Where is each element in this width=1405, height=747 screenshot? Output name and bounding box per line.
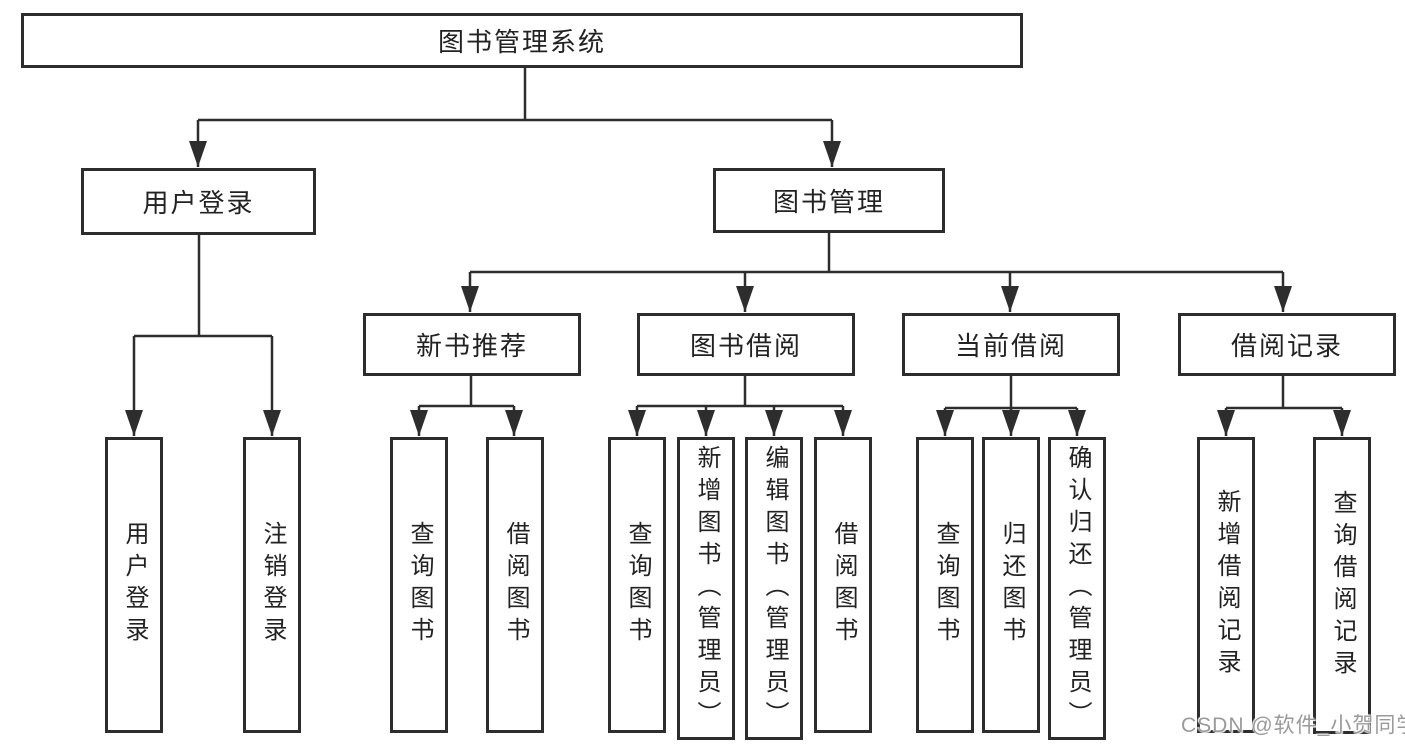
leaf-recommend-query-book: 查询图书: [390, 437, 448, 733]
node-library-management-system: 图书管理系统: [21, 13, 1023, 68]
node-new-book-recommend: 新书推荐: [363, 313, 581, 376]
leaf-borrow-borrow-book: 借阅图书: [814, 437, 872, 733]
node-borrow-records: 借阅记录: [1178, 313, 1396, 376]
leaf-borrow-add-book-admin: 新增图书（管理员）: [677, 437, 735, 740]
leaf-borrow-query-book: 查询图书: [608, 437, 666, 733]
node-book-borrow: 图书借阅: [637, 313, 855, 376]
leaf-records-query-record: 查询借阅记录: [1313, 437, 1371, 734]
leaf-records-add-record: 新增借阅记录: [1197, 437, 1255, 733]
leaf-recommend-borrow-book: 借阅图书: [486, 437, 544, 733]
node-book-management: 图书管理: [713, 168, 945, 233]
node-current-borrow: 当前借阅: [902, 313, 1120, 376]
leaf-current-confirm-return-admin: 确认归还（管理员）: [1048, 437, 1106, 740]
leaf-logout-login: 注销登录: [243, 437, 301, 733]
leaf-current-return-book: 归还图书: [982, 437, 1040, 733]
leaf-borrow-edit-book-admin: 编辑图书（管理员）: [745, 437, 803, 740]
leaf-user-login: 用户登录: [105, 437, 163, 733]
node-user-login: 用户登录: [81, 168, 316, 235]
leaf-current-query-book: 查询图书: [916, 437, 974, 733]
watermark-text: CSDN @软件_小贺同学: [1181, 714, 1405, 737]
